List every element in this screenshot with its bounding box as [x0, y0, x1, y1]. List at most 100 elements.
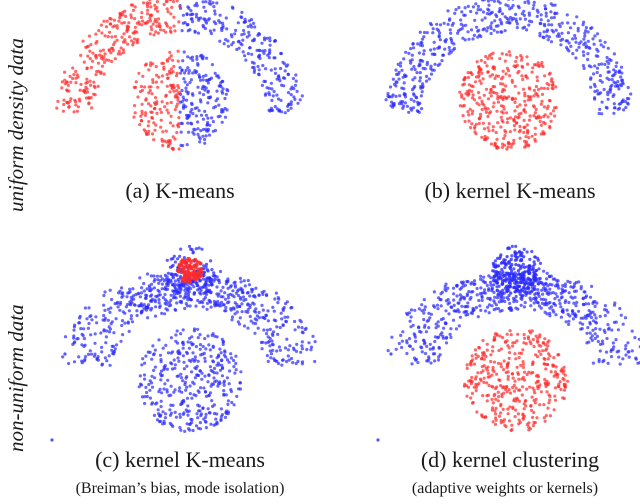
data-point — [543, 4, 547, 8]
data-point — [554, 28, 558, 32]
data-point — [215, 420, 219, 424]
data-point — [409, 315, 413, 319]
data-point — [139, 114, 143, 118]
data-point — [285, 337, 289, 341]
data-point — [394, 94, 398, 98]
data-point — [281, 60, 285, 64]
data-point — [143, 113, 148, 117]
data-point — [66, 83, 70, 87]
data-point — [431, 347, 435, 351]
data-point — [510, 18, 514, 22]
data-point — [517, 351, 522, 355]
data-point — [612, 303, 617, 307]
data-point — [85, 317, 89, 321]
data-point — [232, 295, 236, 299]
data-point — [231, 6, 235, 10]
data-point — [550, 23, 554, 27]
data-point — [96, 84, 100, 88]
data-point — [448, 48, 452, 53]
data-point — [503, 423, 507, 427]
data-point — [562, 388, 567, 392]
data-point — [72, 73, 76, 77]
data-point — [543, 362, 547, 366]
data-point — [516, 4, 520, 8]
data-point — [544, 282, 548, 286]
data-point — [260, 41, 264, 45]
data-point — [517, 69, 521, 73]
data-point — [510, 142, 514, 146]
data-point — [491, 368, 495, 372]
data-point — [551, 291, 555, 295]
data-point — [559, 305, 563, 309]
data-point — [185, 23, 189, 27]
data-point — [215, 412, 219, 416]
data-point — [201, 74, 205, 78]
data-point — [267, 108, 271, 112]
data-point — [437, 45, 442, 49]
data-point — [191, 277, 195, 281]
data-point — [560, 31, 564, 35]
data-point — [477, 298, 481, 303]
data-point — [245, 35, 249, 39]
data-point — [501, 386, 505, 390]
data-point — [506, 344, 510, 348]
data-point — [108, 30, 112, 34]
data-point — [505, 290, 509, 294]
data-point — [411, 347, 415, 351]
data-point — [102, 329, 106, 333]
data-point — [499, 253, 503, 257]
data-point — [482, 351, 486, 355]
data-point — [637, 337, 640, 341]
data-point — [565, 308, 569, 312]
data-point — [514, 357, 518, 361]
data-point — [539, 123, 544, 127]
data-point — [389, 352, 393, 356]
data-point — [186, 413, 190, 417]
data-point — [495, 144, 499, 148]
data-point — [69, 80, 73, 84]
data-point — [163, 382, 167, 386]
data-point — [171, 0, 176, 4]
data-point — [154, 80, 158, 84]
data-point — [586, 30, 590, 34]
data-point — [73, 98, 77, 102]
data-point — [118, 308, 122, 312]
data-point — [235, 310, 239, 314]
data-point — [112, 18, 116, 22]
data-point — [179, 372, 183, 376]
data-point — [201, 55, 205, 59]
data-point — [485, 394, 489, 398]
data-point — [555, 375, 560, 379]
data-point — [102, 55, 106, 59]
data-point — [533, 308, 537, 312]
data-point — [295, 342, 299, 346]
data-point — [215, 363, 219, 367]
data-point — [286, 72, 290, 77]
data-point — [551, 363, 555, 367]
data-point — [502, 391, 506, 395]
data-point — [568, 280, 572, 284]
data-point — [511, 376, 515, 380]
data-point — [425, 62, 429, 67]
data-point — [527, 23, 531, 27]
data-point — [540, 288, 544, 292]
data-point — [192, 271, 196, 276]
data-point — [251, 288, 255, 292]
data-point — [619, 84, 624, 88]
data-point — [265, 293, 269, 298]
data-point — [215, 356, 219, 360]
data-point — [490, 384, 494, 388]
data-point — [496, 100, 500, 104]
data-point — [303, 327, 307, 332]
data-point — [574, 56, 578, 60]
data-point — [452, 303, 456, 307]
data-point — [488, 110, 493, 114]
data-point — [478, 112, 483, 116]
data-point — [410, 88, 415, 92]
data-point — [129, 295, 133, 299]
data-point — [286, 315, 290, 319]
data-point — [492, 67, 496, 71]
data-point — [190, 418, 194, 422]
data-point — [159, 369, 164, 373]
data-point — [521, 262, 525, 266]
